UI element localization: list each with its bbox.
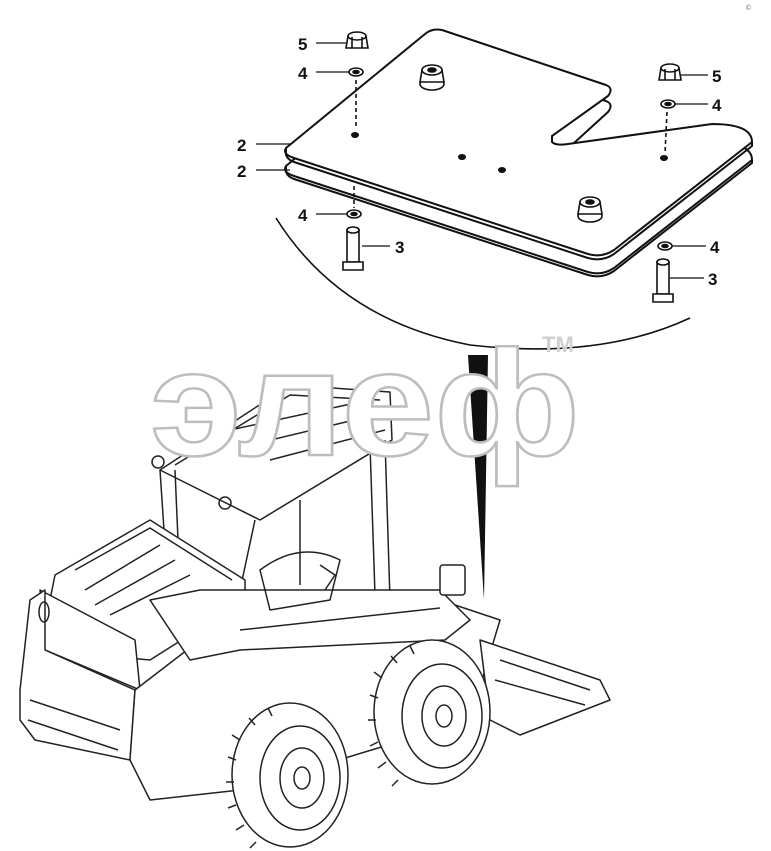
- upper-plate: [284, 28, 753, 257]
- callout-4-left-bottom: 4: [298, 206, 308, 225]
- watermark-text: элеф: [150, 319, 580, 487]
- fastener-stack-left: [342, 31, 369, 271]
- callout-2-lower: 2: [237, 162, 246, 181]
- callout-4-left-top: 4: [298, 64, 308, 83]
- plate-nut-front: [577, 196, 603, 223]
- skid-steer-loader: [19, 384, 611, 849]
- fastener-stack-right: [652, 63, 682, 303]
- counterweight-plates: [284, 28, 753, 278]
- watermark: элеф TM: [149, 318, 582, 489]
- callout-labels: 5 4 2 2 5 4 4 3 4 3: [237, 35, 722, 289]
- detail-pointer: [468, 355, 488, 600]
- nut-5-right: [658, 63, 682, 81]
- leader-lines: [256, 42, 708, 279]
- plate-nut-rear: [419, 64, 445, 91]
- washer-4-right-top: [660, 99, 676, 109]
- callout-3-right: 3: [708, 270, 717, 289]
- callout-3-left: 3: [395, 238, 404, 257]
- callout-5-left: 5: [298, 35, 307, 54]
- corner-mark: ©: [745, 4, 752, 12]
- rear-tire: [226, 702, 349, 849]
- callout-2-upper: 2: [237, 136, 246, 155]
- callout-4-right-top: 4: [712, 96, 722, 115]
- washer-4-left-bottom: [346, 209, 362, 219]
- bolt-3-right: [652, 258, 674, 303]
- trademark-symbol: TM: [542, 332, 574, 357]
- detail-callout-arc: [275, 217, 691, 350]
- callout-5-right: 5: [712, 67, 721, 86]
- washer-4-right-bottom: [657, 241, 673, 251]
- nut-5-left: [345, 31, 369, 49]
- washer-4-left-top: [348, 67, 364, 77]
- plate-nuts: [419, 64, 603, 223]
- callout-4-right-bottom: 4: [710, 238, 720, 257]
- front-tire: [368, 639, 491, 787]
- bolt-3-left: [342, 226, 364, 271]
